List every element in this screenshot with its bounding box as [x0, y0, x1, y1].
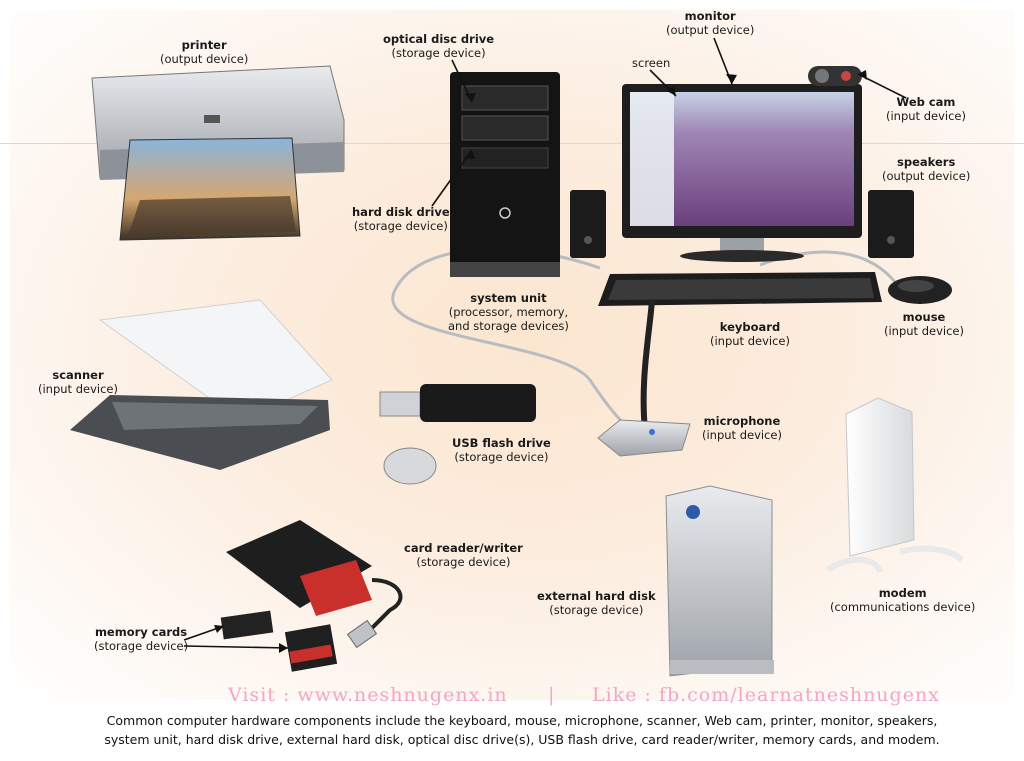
memory-cards-image [220, 610, 338, 672]
label-speakers-name: speakers [897, 155, 956, 169]
label-systemunit-line2: and storage devices) [448, 319, 569, 333]
keyboard-image [598, 272, 882, 306]
label-microphone-type: (input device) [702, 428, 782, 442]
scanner-image [70, 299, 333, 470]
label-monitor: monitor (output device) [666, 9, 754, 37]
label-external-name: external hard disk [537, 589, 656, 603]
label-modem-type: (communications device) [830, 600, 976, 614]
label-usb-flash-drive: USB flash drive (storage device) [452, 436, 551, 464]
footer-separator: | [548, 684, 555, 706]
label-modem: modem (communications device) [830, 586, 975, 614]
label-screen: screen [632, 56, 670, 70]
label-printer-type: (output device) [160, 52, 249, 66]
label-card-reader: card reader/writer (storage device) [404, 541, 523, 569]
speaker-right-image [868, 190, 914, 258]
label-memory-cards: memory cards (storage device) [94, 625, 188, 653]
label-screen-name: screen [632, 56, 671, 70]
label-modem-name: modem [878, 586, 927, 600]
label-microphone: microphone (input device) [702, 414, 782, 442]
external-hard-disk-image [665, 485, 774, 677]
website-link[interactable]: Visit : www.neshnugenx.in [228, 684, 508, 706]
label-microphone-name: microphone [703, 414, 781, 428]
power-light-icon [686, 505, 700, 519]
label-scanner: scanner (input device) [38, 368, 118, 396]
label-memcards-name: memory cards [94, 625, 188, 639]
system-unit-image [450, 72, 560, 277]
usb-flash-drive-image [379, 384, 536, 485]
card-reader-image [226, 520, 403, 649]
figure-caption: Common computer hardware components incl… [104, 713, 940, 747]
memcards-leader-2 [183, 645, 289, 649]
label-webcam: Web cam (input device) [886, 95, 966, 123]
label-mouse-type: (input device) [884, 324, 964, 338]
speaker-left-image [570, 190, 606, 258]
label-printer-name: printer [181, 38, 227, 52]
printer-image [91, 65, 345, 241]
label-external-hard-disk: external hard disk (storage device) [537, 589, 656, 617]
label-monitor-name: monitor [684, 9, 736, 23]
mouse-image [888, 276, 952, 304]
label-cardreader-name: card reader/writer [404, 541, 523, 555]
label-optical-disc-drive: optical disc drive (storage device) [383, 32, 494, 60]
label-harddisk-name: hard disk drive [352, 205, 450, 219]
webcam-image [808, 66, 862, 86]
label-optical-name: optical disc drive [383, 32, 495, 46]
hp-logo-icon [499, 207, 511, 219]
facebook-link[interactable]: Like : fb.com/learnatneshnugenx [592, 684, 940, 706]
label-printer: printer (output device) [160, 38, 248, 66]
label-monitor-type: (output device) [666, 23, 755, 37]
leader-arrowheads [214, 70, 867, 653]
label-speakers-type: (output device) [882, 169, 971, 183]
label-external-type: (storage device) [549, 603, 644, 617]
label-keyboard-type: (input device) [710, 334, 790, 348]
label-webcam-name: Web cam [896, 95, 956, 109]
label-cardreader-type: (storage device) [416, 555, 511, 569]
label-systemunit-name: system unit [470, 291, 547, 305]
label-keyboard-name: keyboard [719, 320, 781, 334]
label-system-unit: system unit (processor, memory, and stor… [448, 291, 569, 333]
label-mouse: mouse (input device) [884, 310, 964, 338]
label-scanner-name: scanner [52, 368, 104, 382]
microphone-image [597, 299, 691, 457]
label-systemunit-line1: (processor, memory, [448, 305, 569, 319]
label-webcam-type: (input device) [886, 109, 966, 123]
label-optical-type: (storage device) [391, 46, 486, 60]
label-mouse-name: mouse [902, 310, 946, 324]
label-hard-disk-drive: hard disk drive (storage device) [352, 205, 450, 233]
label-keyboard: keyboard (input device) [710, 320, 790, 348]
label-harddisk-type: (storage device) [353, 219, 448, 233]
harddisk-leader [431, 149, 473, 207]
monitor-image [622, 84, 862, 262]
label-speakers: speakers (output device) [882, 155, 970, 183]
label-usb-name: USB flash drive [452, 436, 551, 450]
label-memcards-type: (storage device) [94, 639, 189, 653]
label-usb-type: (storage device) [454, 450, 549, 464]
label-scanner-type: (input device) [38, 382, 118, 396]
modem-image [826, 397, 965, 574]
